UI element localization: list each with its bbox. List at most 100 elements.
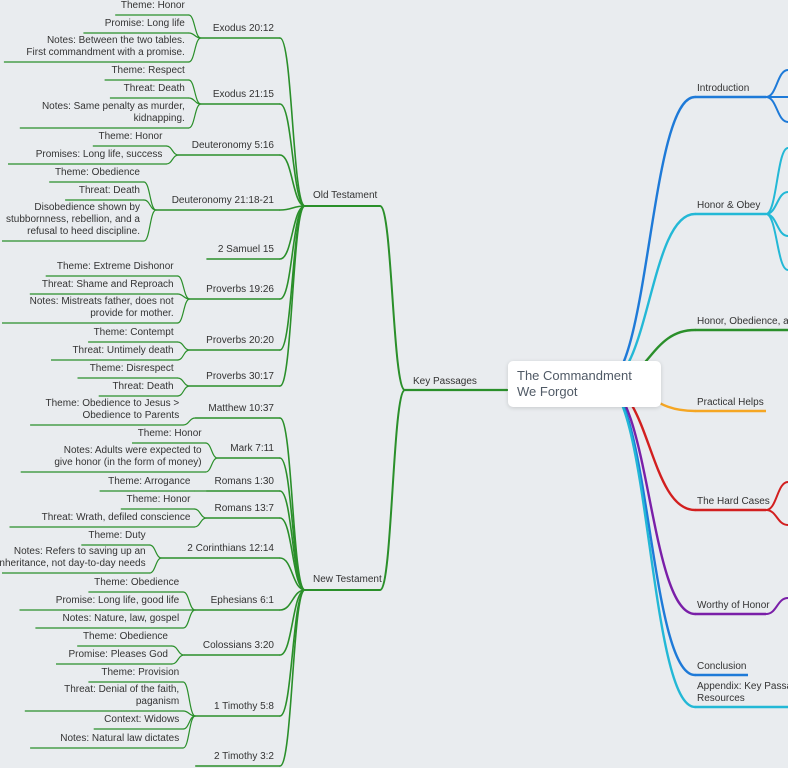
note-connector [182, 591, 196, 611]
passage-deuteronomy-5-16[interactable]: Deuteronomy 5:16 [191, 140, 274, 151]
passage-note[interactable]: Promises: Long life, success [35, 149, 163, 160]
passage-2-samuel-15[interactable]: 2 Samuel 15 [217, 244, 274, 255]
passage-note[interactable]: Threat: Denial of the faith,paganism [64, 684, 180, 707]
passage-note[interactable]: Theme: Obedience [54, 167, 140, 178]
passage-exodus-21-15[interactable]: Exodus 21:15 [212, 89, 274, 100]
passage-note[interactable]: Theme: Disrespect [89, 363, 174, 374]
note-connector [182, 715, 196, 749]
branch-practical-helps[interactable]: Practical Helps [697, 397, 764, 408]
passage-note[interactable]: Notes: Nature, law, gospel [62, 613, 180, 624]
note-connector [177, 341, 191, 351]
passage-connector [279, 417, 306, 591]
note-connector [149, 557, 163, 574]
passage-colossians-3-20[interactable]: Colossians 3:20 [202, 640, 274, 651]
passage-connector [279, 589, 306, 656]
central-topic[interactable]: The Commandment We Forgot [508, 361, 661, 407]
passage-note[interactable]: Theme: Obedience [82, 631, 168, 642]
passage-2-timothy-3-2[interactable]: 2 Timothy 3:2 [213, 751, 274, 762]
passage-note[interactable]: Threat: Death [78, 185, 140, 196]
note-connector [171, 654, 185, 665]
key-passages-topic[interactable]: Key Passages [413, 376, 477, 387]
subbranch-connector [765, 147, 788, 215]
passage-note[interactable]: Theme: Contempt [93, 327, 174, 338]
passage-note[interactable]: Promise: Pleases God [68, 649, 169, 660]
passage-note[interactable]: Threat: Death [123, 83, 185, 94]
note-connector [177, 385, 191, 397]
branch-introduction[interactable]: Introduction [697, 83, 750, 94]
note-connector [149, 544, 163, 559]
passage-note[interactable]: Theme: Honor [98, 131, 163, 142]
passage-note[interactable]: Context: Widows [104, 714, 180, 725]
note-connector [143, 199, 157, 211]
passage-note[interactable]: Theme: Honor [126, 494, 191, 505]
passage-romans-13-7[interactable]: Romans 13:7 [214, 503, 274, 514]
passage-connector [279, 37, 306, 207]
old-testament-topic[interactable]: Old Testament [313, 190, 378, 201]
passage-note[interactable]: Threat: Death [112, 381, 174, 392]
subbranch-connector [765, 481, 788, 511]
passage-note[interactable]: Theme: Provision [101, 667, 180, 678]
passage-connector [279, 517, 306, 591]
new-testament-connector [379, 389, 406, 591]
passage-note[interactable]: Notes: Natural law dictates [60, 733, 180, 744]
note-connector [165, 145, 179, 156]
branch-the-hard-cases[interactable]: The Hard Cases [697, 496, 770, 507]
subbranch-connector [765, 597, 788, 615]
branch-connector [602, 95, 697, 386]
note-connector [177, 377, 191, 387]
passage-2-corinthians-12-14[interactable]: 2 Corinthians 12:14 [187, 543, 274, 554]
passage-note[interactable]: Theme: Respect [111, 65, 185, 76]
note-connector [205, 442, 219, 459]
passage-connector [279, 103, 306, 207]
passage-note[interactable]: Theme: Duty [88, 530, 146, 541]
note-connector [177, 293, 191, 300]
passage-connector [279, 457, 306, 591]
passage-note[interactable]: Notes: Same penalty as murder,kidnapping… [41, 101, 185, 124]
passage-note[interactable]: Notes: Between the two tables.First comm… [26, 35, 185, 58]
branch-worthy-of-honor[interactable]: Worthy of Honor [697, 600, 770, 611]
passage-note[interactable]: Promise: Long life, good life [55, 595, 180, 606]
passage-note[interactable]: Theme: Obedience [94, 577, 180, 588]
passage-romans-1-30[interactable]: Romans 1:30 [214, 476, 274, 487]
passage-connector [279, 205, 306, 387]
passage-connector [279, 589, 306, 767]
passage-connector [279, 154, 306, 207]
note-connector [205, 457, 219, 473]
passage-note[interactable]: Promise: Long life [104, 18, 185, 29]
passage-1-timothy-5-8[interactable]: 1 Timothy 5:8 [213, 701, 274, 712]
passage-mark-7-11[interactable]: Mark 7:11 [230, 443, 274, 454]
passage-note[interactable]: Theme: Arrogance [108, 476, 191, 487]
passage-note[interactable]: Threat: Untimely death [72, 345, 174, 356]
old-testament-connector [379, 205, 406, 391]
branch-honor-obedience-an[interactable]: Honor, Obedience, an [697, 316, 788, 327]
subbranch-connector [765, 96, 788, 123]
passage-connector [279, 557, 306, 591]
note-connector [143, 209, 157, 242]
passage-deuteronomy-21-18-21[interactable]: Deuteronomy 21:18-21 [171, 195, 274, 206]
passage-note[interactable]: Theme: Honor [137, 428, 202, 439]
passage-note[interactable]: Threat: Wrath, defiled conscience [41, 512, 191, 523]
branch-connector [602, 382, 697, 709]
new-testament-topic[interactable]: New Testament [313, 574, 382, 585]
passage-note[interactable]: Theme: Obedience to Jesus >Obedience to … [45, 398, 180, 421]
note-connector [171, 645, 185, 656]
passage-note[interactable]: Theme: Honor [120, 0, 185, 11]
branch-conclusion[interactable]: Conclusion [697, 661, 747, 672]
passage-proverbs-30-17[interactable]: Proverbs 30:17 [206, 371, 274, 382]
note-connector [188, 32, 202, 39]
passage-matthew-10-37[interactable]: Matthew 10:37 [208, 403, 274, 414]
passage-ephesians-6-1[interactable]: Ephesians 6:1 [210, 595, 274, 606]
branch-honor-obey[interactable]: Honor & Obey [697, 200, 761, 211]
passage-exodus-20-12[interactable]: Exodus 20:12 [212, 23, 274, 34]
passage-connector [279, 205, 306, 351]
passage-proverbs-20-20[interactable]: Proverbs 20:20 [206, 335, 274, 346]
passage-proverbs-19-26[interactable]: Proverbs 19:26 [206, 284, 274, 295]
note-connector [177, 298, 191, 324]
passage-note[interactable]: Theme: Extreme Dishonor [56, 261, 174, 272]
passage-note[interactable]: Threat: Shame and Reproach [41, 279, 174, 290]
